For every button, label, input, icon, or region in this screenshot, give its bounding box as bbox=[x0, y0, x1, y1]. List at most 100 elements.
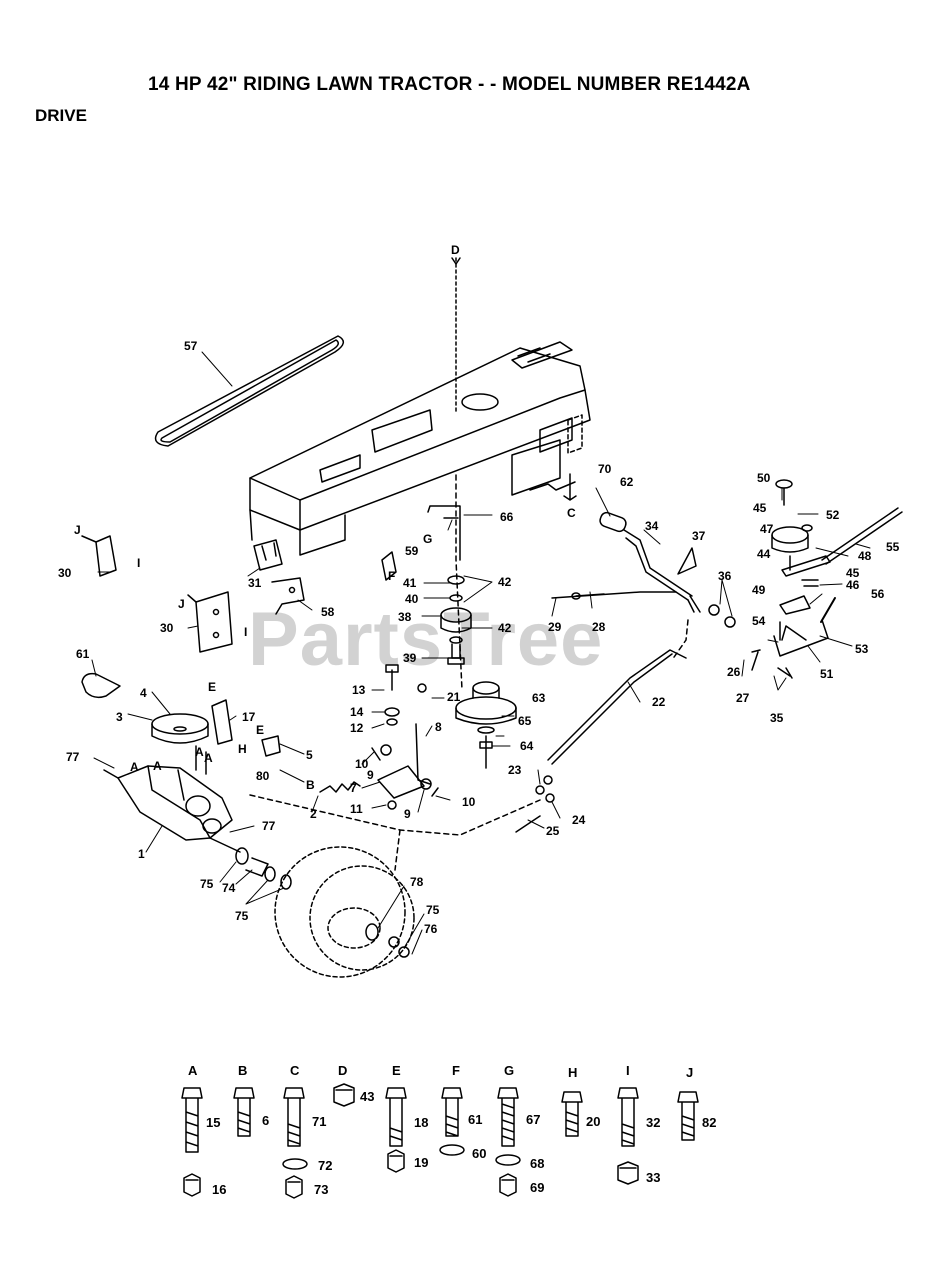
callout-53: 53 bbox=[855, 642, 869, 656]
callout-A2: A bbox=[153, 759, 162, 773]
hardware-A: A 15 16 bbox=[181, 1063, 226, 1197]
nut-16 bbox=[183, 1173, 201, 1197]
callout-A4: A bbox=[204, 751, 213, 765]
hardware-letter-G: G bbox=[504, 1063, 514, 1078]
callout-55: 55 bbox=[886, 540, 900, 554]
control-lever-assembly bbox=[771, 479, 836, 657]
nut-label-33: 33 bbox=[646, 1170, 660, 1185]
callout-22: 22 bbox=[652, 695, 666, 709]
callout-52: 52 bbox=[826, 508, 840, 522]
hardware-letter-C: C bbox=[290, 1063, 300, 1078]
callout-76: 76 bbox=[424, 922, 438, 936]
bolt-label-32: 32 bbox=[646, 1115, 660, 1130]
hardware-letter-E: E bbox=[392, 1063, 401, 1078]
brackets-30 bbox=[81, 535, 233, 653]
callout-10b: 10 bbox=[462, 795, 476, 809]
bolt-25 bbox=[515, 785, 555, 833]
callout-64: 64 bbox=[520, 739, 534, 753]
callout-75c: 75 bbox=[426, 903, 440, 917]
callout-24: 24 bbox=[572, 813, 586, 827]
callout-17: 17 bbox=[242, 710, 256, 724]
callout-37: 37 bbox=[692, 529, 706, 543]
hardware-letter-H: H bbox=[568, 1065, 577, 1080]
bolt-label-82: 82 bbox=[702, 1115, 716, 1130]
callout-35: 35 bbox=[770, 711, 784, 725]
clutch-arm-assembly bbox=[371, 664, 439, 810]
transmission-pulley-3 bbox=[151, 713, 209, 744]
callout-57: 57 bbox=[184, 339, 198, 353]
callout-5: 5 bbox=[306, 748, 313, 762]
bracket-37 bbox=[677, 547, 697, 575]
callout-E1: E bbox=[208, 680, 216, 694]
callout-75a: 75 bbox=[200, 877, 214, 891]
bolt-61 bbox=[441, 1087, 463, 1137]
leader-lines bbox=[91, 351, 871, 955]
nut-19 bbox=[387, 1149, 405, 1173]
callout-56: 56 bbox=[871, 587, 885, 601]
nut-33 bbox=[617, 1161, 639, 1185]
callout-9b: 9 bbox=[404, 807, 411, 821]
callout-9a: 9 bbox=[367, 768, 374, 782]
nut-43 bbox=[333, 1083, 355, 1107]
bolt-15 bbox=[181, 1087, 203, 1153]
callout-labels: 57 D 70 C 62 34 50 45 52 47 44 48 55 45 … bbox=[58, 243, 900, 936]
callout-21: 21 bbox=[447, 690, 461, 704]
shift-lever-34 bbox=[599, 511, 701, 613]
callout-3: 3 bbox=[116, 710, 123, 724]
callout-28: 28 bbox=[592, 620, 606, 634]
callout-48: 48 bbox=[858, 549, 872, 563]
bolt-6 bbox=[233, 1087, 255, 1137]
callout-58: 58 bbox=[321, 605, 335, 619]
hardware-letter-F: F bbox=[452, 1063, 460, 1078]
nut-73 bbox=[285, 1175, 303, 1199]
clip-61 bbox=[81, 672, 121, 699]
nut-label-16: 16 bbox=[212, 1182, 226, 1197]
washer-60 bbox=[439, 1144, 465, 1156]
callout-31: 31 bbox=[248, 576, 262, 590]
callout-D: D bbox=[451, 243, 460, 257]
callout-H: H bbox=[238, 742, 247, 756]
callout-78: 78 bbox=[410, 875, 424, 889]
nut-label-19: 19 bbox=[414, 1155, 428, 1170]
callout-41: 41 bbox=[403, 576, 417, 590]
callout-10a: 10 bbox=[355, 757, 369, 771]
bracket-58 bbox=[271, 577, 305, 615]
bolt-18 bbox=[385, 1087, 407, 1147]
hardware-letter-B: B bbox=[238, 1063, 247, 1078]
rear-wheel bbox=[274, 846, 415, 978]
callout-13: 13 bbox=[352, 683, 366, 697]
callout-26: 26 bbox=[727, 665, 741, 679]
callout-7: 7 bbox=[350, 781, 357, 795]
hardware-C: C 71 72 73 bbox=[282, 1063, 332, 1199]
callout-12: 12 bbox=[350, 721, 364, 735]
hardware-letter-A: A bbox=[188, 1063, 198, 1078]
transaxle-1 bbox=[103, 745, 241, 853]
callout-65: 65 bbox=[518, 714, 532, 728]
callout-63: 63 bbox=[532, 691, 546, 705]
callout-27: 27 bbox=[736, 691, 750, 705]
rod-28 bbox=[551, 591, 677, 600]
bolt-67 bbox=[497, 1087, 519, 1147]
hardware-I: I 32 33 bbox=[617, 1063, 660, 1185]
callout-45b: 45 bbox=[846, 566, 860, 580]
bolt-label-20: 20 bbox=[586, 1114, 600, 1129]
callout-42a: 42 bbox=[498, 575, 512, 589]
callout-49: 49 bbox=[752, 583, 766, 597]
callout-54: 54 bbox=[752, 614, 766, 628]
wheel-hub-hardware bbox=[365, 923, 410, 958]
callout-30a: 30 bbox=[58, 566, 72, 580]
rod-55 bbox=[821, 507, 903, 565]
bracket-17 bbox=[211, 699, 281, 757]
hardware-E: E 18 19 bbox=[385, 1063, 428, 1173]
axle-spacers bbox=[235, 847, 292, 890]
callout-66: 66 bbox=[500, 510, 514, 524]
frame-chassis bbox=[249, 341, 591, 556]
hardware-legend: A 15 16 B 6 C 71 72 73 D 43 bbox=[181, 1063, 716, 1199]
hardware-letter-J: J bbox=[686, 1065, 693, 1080]
hardware-B: B 6 bbox=[233, 1063, 269, 1137]
bolt-label-67: 67 bbox=[526, 1112, 540, 1127]
callout-77b: 77 bbox=[262, 819, 276, 833]
callout-23: 23 bbox=[508, 763, 522, 777]
callout-50: 50 bbox=[757, 471, 771, 485]
